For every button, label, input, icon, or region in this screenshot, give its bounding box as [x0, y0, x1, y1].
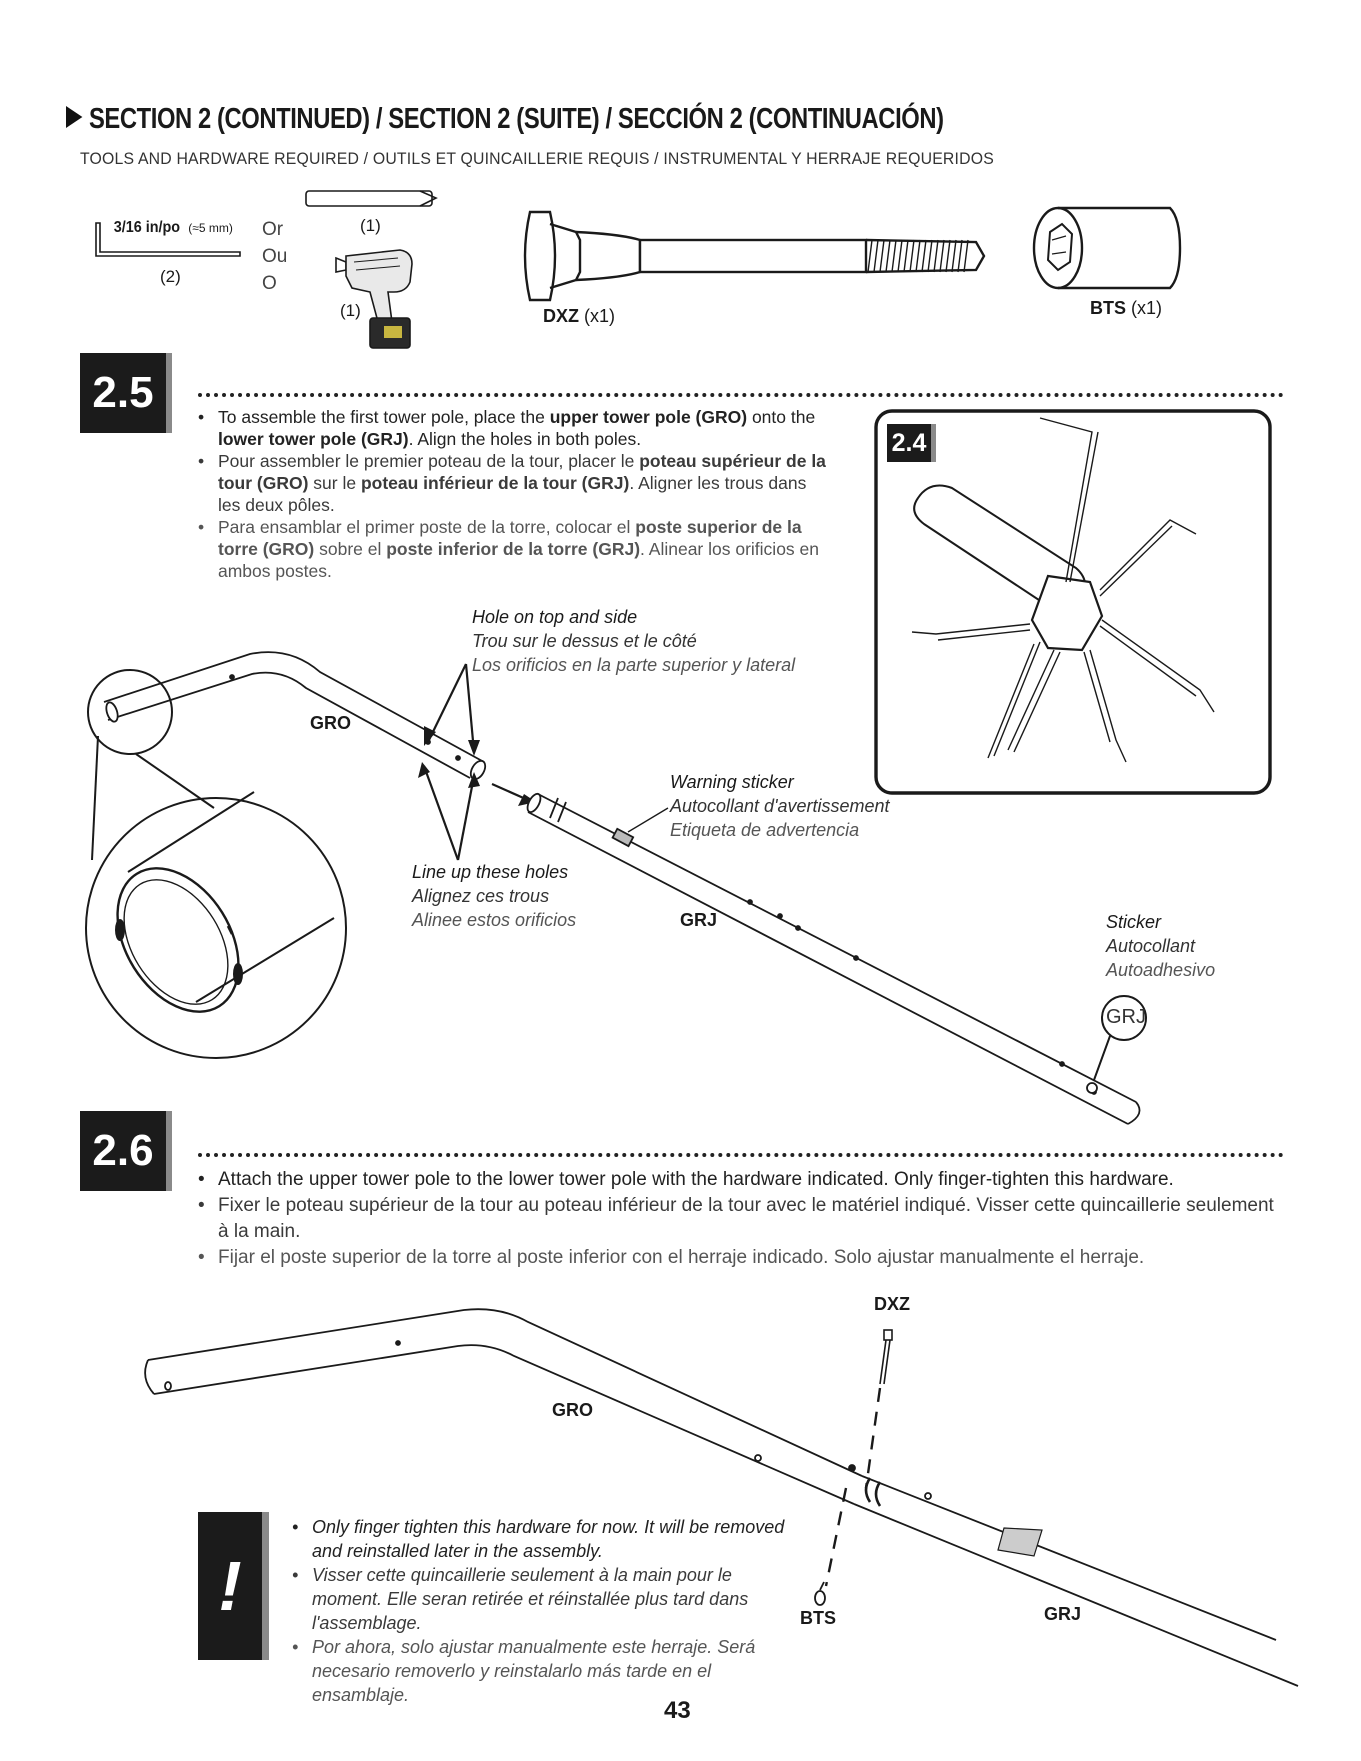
- dxz-bolt-small-icon: [824, 1329, 893, 1587]
- step-2-5-bullet-fr: Pour assembler le premier poteau de la t…: [196, 450, 826, 516]
- driver-bit-icon: [305, 190, 438, 207]
- tower-hub-sketch: [911, 417, 1215, 763]
- driver-bit-quantity: (1): [360, 216, 381, 235]
- dxz-label: DXZ (x1): [543, 306, 616, 326]
- step-2-5-bullet-en: To assemble the first tower pole, place …: [196, 406, 826, 450]
- step-2-6-number: 2.6: [80, 1111, 172, 1191]
- grj-lower-pole-sketch: [526, 792, 1141, 1125]
- step-2-5-number: 2.5: [80, 353, 172, 433]
- hex-key-label: 3/16 in/po (≈5 mm): [113, 219, 233, 236]
- warning-sticker-leader: [627, 807, 669, 833]
- dxz-bolt-icon: [523, 210, 986, 302]
- sticker-callout: [1093, 995, 1147, 1081]
- step-2-5-instructions: To assemble the first tower pole, place …: [196, 406, 826, 582]
- step-2-4-inset-frame: [874, 409, 1272, 795]
- drill-quantity: (1): [340, 301, 361, 320]
- magnifier-detail: [85, 669, 347, 1059]
- gro-part-label-2: GRO: [552, 1400, 594, 1420]
- bts-nut-small-icon: [814, 1581, 826, 1606]
- page-subtitle: TOOLS AND HARDWARE REQUIRED / OUTILS ET …: [80, 149, 994, 168]
- bts-barrel-nut-icon: [1032, 206, 1182, 290]
- step-2-6-instructions: Attach the upper tower pole to the lower…: [196, 1167, 1286, 1271]
- callout-arrows: [422, 663, 529, 861]
- step-2-5-divider: [198, 393, 1284, 397]
- dxz-part-label: DXZ: [874, 1294, 910, 1314]
- step-2-6-bullet-fr: Fixer le poteau supérieur de la tour au …: [196, 1193, 1286, 1245]
- line-up-holes-note: Line up these holes Alignez ces trous Al…: [412, 862, 577, 930]
- caution-es: Por ahora, solo ajustar manualmente este…: [290, 1635, 790, 1707]
- warning-sticker-note: Warning sticker Autocollant d'avertissem…: [670, 772, 890, 840]
- step-2-5-bullet-es: Para ensamblar el primer poste de la tor…: [196, 516, 826, 582]
- step-2-6-divider: [198, 1153, 1284, 1157]
- gro-upper-pole-sketch: [103, 651, 487, 781]
- step-2-6-bullet-es: Fijar el poste superior de la torre al p…: [196, 1245, 1286, 1271]
- caution-notes: Only finger tighten this hardware for no…: [290, 1515, 790, 1707]
- sticker-code: GRJ: [1106, 1006, 1146, 1028]
- step-2-6-bullet-en: Attach the upper tower pole to the lower…: [196, 1167, 1286, 1193]
- grj-part-label: GRJ: [680, 910, 718, 930]
- cordless-drill-icon: [335, 249, 413, 349]
- inset-step-label: 2.4: [887, 424, 936, 462]
- hex-key-icon: [95, 222, 241, 257]
- page-title: SECTION 2 (CONTINUED) / SECTION 2 (SUITE…: [66, 103, 944, 136]
- page-number: 43: [664, 1697, 691, 1724]
- bts-label: BTS (x1): [1090, 298, 1163, 318]
- sticker-note: Sticker Autocollant Autoadhesivo: [1106, 912, 1216, 980]
- gro-part-label: GRO: [310, 713, 352, 733]
- section-arrow-icon: [66, 106, 83, 129]
- hex-key-quantity: (2): [160, 267, 181, 286]
- step-2-6-pole-assembly: [144, 1308, 1299, 1687]
- caution-fr: Visser cette quincaillerie seulement à l…: [290, 1563, 790, 1635]
- bts-part-label: BTS: [800, 1608, 836, 1628]
- hole-note: Hole on top and side Trou sur le dessus …: [472, 607, 796, 675]
- caution-icon: !: [198, 1512, 269, 1660]
- grj-part-label-2: GRJ: [1044, 1604, 1082, 1624]
- caution-en: Only finger tighten this hardware for no…: [290, 1515, 790, 1563]
